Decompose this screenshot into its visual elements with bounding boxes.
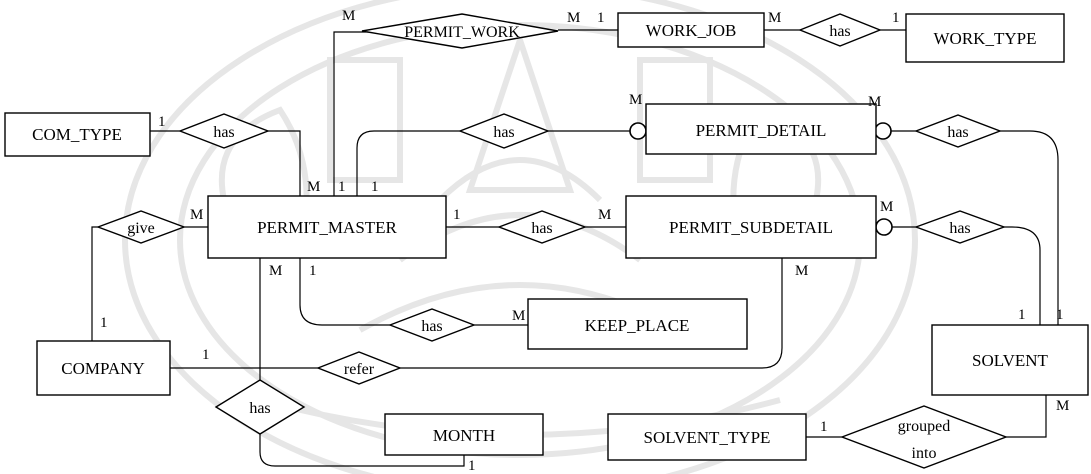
- card-solvent-1a: 1: [1018, 307, 1026, 323]
- relationship-has-solvent-detail: has: [916, 115, 1000, 147]
- relationship-has-work-type: has: [800, 14, 880, 46]
- svg-text:SOLVENT: SOLVENT: [972, 351, 1048, 370]
- svg-text:into: into: [912, 445, 937, 462]
- card-ps-bottom: M: [795, 263, 808, 279]
- svg-text:has: has: [213, 124, 234, 141]
- card-ps-right: M: [880, 199, 893, 215]
- card-company-refer: 1: [202, 347, 210, 363]
- svg-text:has: has: [249, 400, 270, 417]
- card-solvent-m: M: [1056, 398, 1069, 414]
- relationship-grouped-into: grouped into: [842, 406, 1006, 468]
- svg-text:SOLVENT_TYPE: SOLVENT_TYPE: [644, 428, 771, 447]
- card-pw-work-job: 1: [597, 10, 605, 26]
- relationship-refer: refer: [318, 352, 400, 384]
- card-pm-bottom-1: 1: [309, 263, 317, 279]
- relationship-has-keep-place: has: [390, 309, 474, 341]
- card-wj-right: M: [768, 10, 781, 26]
- card-ps-left: M: [598, 207, 611, 223]
- card-solvent-type: 1: [820, 419, 828, 435]
- card-pm-top-1a: 1: [338, 179, 346, 195]
- card-pm-top-1b: 1: [371, 179, 379, 195]
- card-pd-left: M: [629, 92, 642, 108]
- card-keep-place: M: [512, 308, 525, 324]
- card-pw-m: M: [567, 10, 580, 26]
- svg-text:PERMIT_MASTER: PERMIT_MASTER: [257, 218, 397, 237]
- svg-text:has: has: [421, 318, 442, 335]
- relationship-has-permit-detail: has: [460, 114, 548, 148]
- svg-text:refer: refer: [344, 361, 375, 378]
- card-pd-right: M: [868, 94, 881, 110]
- svg-text:PERMIT_WORK: PERMIT_WORK: [404, 24, 520, 41]
- card-solvent-1b: 1: [1056, 307, 1064, 323]
- svg-text:COM_TYPE: COM_TYPE: [32, 125, 122, 144]
- svg-text:PERMIT_SUBDETAIL: PERMIT_SUBDETAIL: [669, 218, 833, 237]
- card-work-type: 1: [892, 10, 900, 26]
- svg-text:MONTH: MONTH: [433, 426, 495, 445]
- entity-permit-detail: PERMIT_DETAIL: [646, 104, 876, 154]
- svg-text:KEEP_PLACE: KEEP_PLACE: [585, 316, 690, 335]
- svg-text:has: has: [949, 220, 970, 237]
- entity-month: MONTH: [385, 414, 543, 455]
- card-month: 1: [468, 458, 476, 474]
- card-pm-top-m: M: [307, 179, 320, 195]
- relationship-has-solvent-sub: has: [916, 211, 1004, 243]
- svg-text:give: give: [127, 220, 155, 237]
- relationship-give: give: [98, 211, 184, 243]
- card-company-give: 1: [100, 315, 108, 331]
- svg-text:WORK_JOB: WORK_JOB: [646, 21, 737, 40]
- svg-text:COMPANY: COMPANY: [61, 359, 144, 378]
- card-pm-bottom-m: M: [269, 263, 282, 279]
- svg-text:has: has: [493, 124, 514, 141]
- svg-text:has: has: [947, 124, 968, 141]
- entity-permit-master: PERMIT_MASTER: [208, 196, 446, 258]
- entity-solvent-type: SOLVENT_TYPE: [608, 414, 806, 460]
- entity-keep-place: KEEP_PLACE: [528, 299, 747, 349]
- svg-text:grouped: grouped: [898, 418, 950, 435]
- entity-com-type: COM_TYPE: [5, 113, 150, 156]
- card-pw-left: M: [342, 8, 355, 24]
- svg-text:WORK_TYPE: WORK_TYPE: [934, 29, 1037, 48]
- entity-work-job: WORK_JOB: [618, 13, 764, 47]
- card-com-type: 1: [158, 114, 166, 130]
- entity-work-type: WORK_TYPE: [906, 14, 1064, 62]
- card-pm-right: 1: [453, 207, 461, 223]
- relationship-has-month: has: [216, 380, 304, 434]
- entity-solvent: SOLVENT: [932, 325, 1088, 395]
- svg-text:PERMIT_DETAIL: PERMIT_DETAIL: [696, 121, 827, 140]
- svg-text:has: has: [829, 23, 850, 40]
- entity-company: COMPANY: [37, 341, 170, 395]
- svg-text:has: has: [531, 220, 552, 237]
- card-pm-give: M: [190, 207, 203, 223]
- entity-permit-subdetail: PERMIT_SUBDETAIL: [626, 196, 876, 258]
